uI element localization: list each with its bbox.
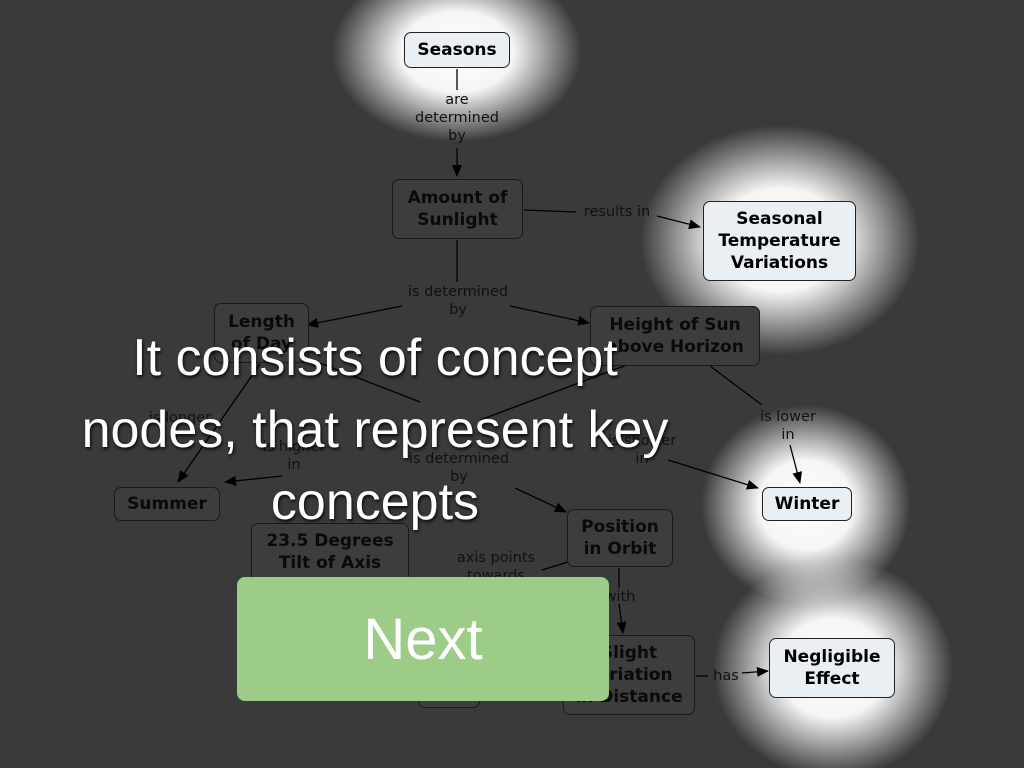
link-is-determined-by-2: is determined by (408, 451, 510, 485)
link-is-longer-in: is longer (148, 410, 212, 426)
link-is-lower-in: is lower in (760, 409, 816, 443)
node-length-of-day: Length of Day (214, 303, 309, 363)
node-winter: Winter (762, 487, 852, 521)
node-amount-of-sunlight: Amount of Sunlight (392, 179, 523, 239)
link-is-shorter-in: is shorter in (607, 433, 677, 467)
link-has: has (713, 668, 739, 684)
link-is-determined-by-1: is determined by (407, 284, 509, 318)
node-seasons: Seasons (404, 32, 510, 68)
node-height-of-sun: Height of Sun above Horizon (590, 306, 760, 366)
next-button[interactable]: Next (237, 577, 609, 701)
link-with: with (604, 589, 636, 605)
node-position-in-orbit: Position in Orbit (567, 509, 673, 567)
node-tilt-of-axis: 23.5 Degrees Tilt of Axis (251, 523, 409, 581)
link-are-determined-by: are determined by (415, 92, 499, 144)
node-summer: Summer (114, 487, 220, 521)
link-is-higher-in: is higher in (262, 439, 326, 473)
node-negligible-effect: Negligible Effect (769, 638, 895, 698)
link-results-in: results in (583, 204, 651, 220)
node-seasonal-temperature-variations: Seasonal Temperature Variations (703, 201, 856, 281)
overlay-caption: It consists of concept nodes, that repre… (81, 329, 669, 531)
